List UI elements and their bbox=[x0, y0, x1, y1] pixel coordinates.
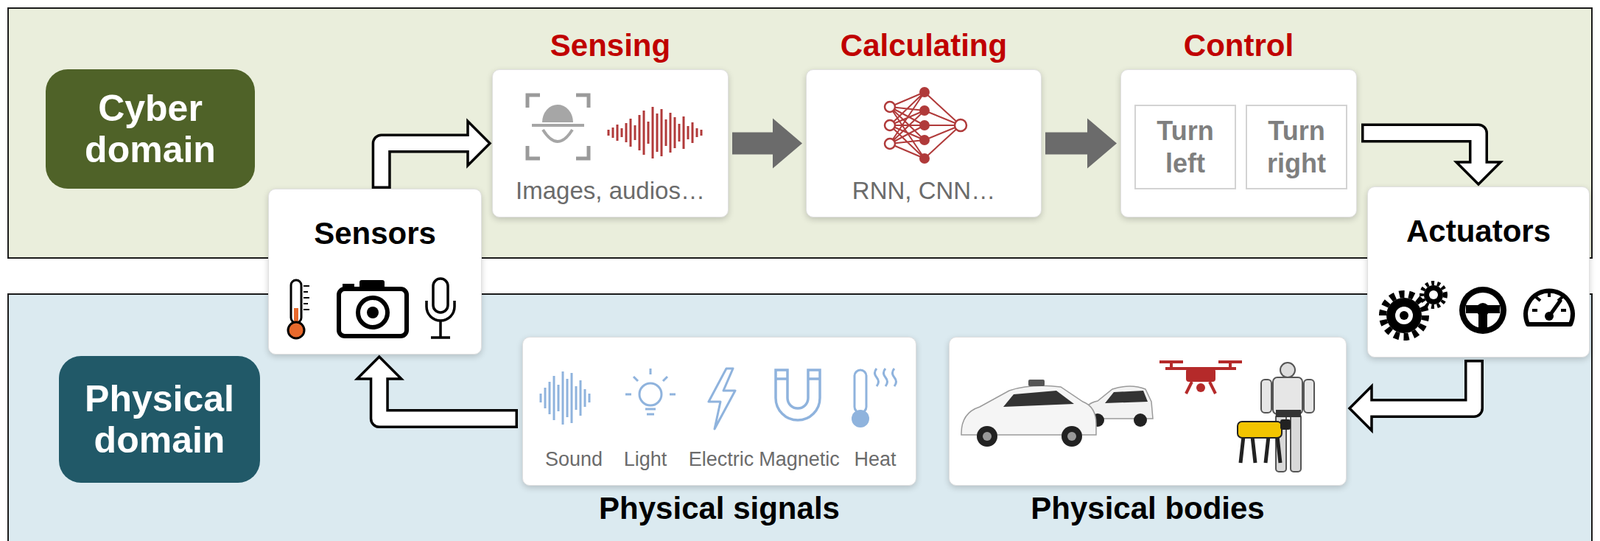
command-box: Turn right bbox=[1245, 104, 1348, 190]
arrow-body bbox=[732, 132, 775, 155]
flow-arrow bbox=[1045, 118, 1117, 169]
electric-icon bbox=[708, 368, 736, 429]
magnet-icon bbox=[775, 369, 820, 420]
device-title: Sensors bbox=[268, 215, 482, 252]
domain-label: Cyber domain bbox=[54, 87, 247, 171]
command-box: Turn left bbox=[1134, 104, 1237, 190]
stage-title: Control bbox=[1076, 27, 1401, 64]
flow-arrow bbox=[1361, 132, 1501, 185]
camera-icon bbox=[338, 279, 407, 336]
arrow-fill bbox=[1364, 132, 1480, 166]
neural-network-icon bbox=[884, 86, 967, 164]
command-label: Turn right bbox=[1251, 114, 1342, 179]
car-icon bbox=[1082, 386, 1153, 427]
cyber-band bbox=[8, 8, 1592, 258]
stage-caption: RNN, CNN… bbox=[806, 176, 1041, 205]
signal-label: Electric bbox=[688, 447, 755, 471]
domain-label: Physical domain bbox=[67, 377, 252, 461]
arrow-head bbox=[772, 118, 803, 169]
domain-pill: Physical domain bbox=[58, 355, 261, 483]
signal-label: Sound bbox=[545, 447, 603, 471]
microphone-icon bbox=[426, 278, 455, 338]
signal-label: Magnetic bbox=[758, 447, 840, 471]
arrow-fill bbox=[1367, 362, 1475, 409]
stage-box: SensingImages, audios… bbox=[492, 69, 729, 218]
light-icon bbox=[625, 368, 676, 414]
stage-title: Sensing bbox=[448, 27, 773, 64]
signal-label: Light bbox=[623, 447, 668, 471]
arrow-fill bbox=[381, 143, 472, 187]
robot-dog-icon bbox=[1237, 419, 1291, 463]
signal-label: Heat bbox=[853, 447, 896, 471]
device-box: Actuators bbox=[1367, 186, 1590, 358]
command-label: Turn left bbox=[1140, 114, 1231, 179]
gauge-icon bbox=[1525, 290, 1573, 325]
arrow-body bbox=[1045, 132, 1089, 155]
steering-wheel-icon bbox=[1459, 286, 1507, 334]
stage-box: Turn leftTurn rightControl bbox=[1120, 69, 1357, 218]
device-box: Sensors bbox=[268, 188, 482, 355]
audio-wave-icon bbox=[608, 106, 702, 159]
domain-pill: Cyber domain bbox=[45, 69, 255, 189]
gears-icon bbox=[1382, 282, 1446, 337]
face-scan-icon bbox=[527, 95, 589, 159]
panel-box: Physical signalsSoundLightElectricMagnet… bbox=[522, 336, 917, 486]
flow-arrow bbox=[381, 121, 490, 190]
panel-title: Physical signals bbox=[478, 490, 960, 526]
humanoid-robot-icon bbox=[1261, 362, 1315, 472]
flow-arrow bbox=[357, 356, 518, 419]
flow-arrow bbox=[732, 118, 803, 169]
arrow-head bbox=[1087, 118, 1117, 169]
arrow-outline bbox=[1371, 359, 1475, 409]
sound-icon bbox=[540, 371, 590, 425]
car-icon bbox=[961, 379, 1097, 447]
drone-icon bbox=[1159, 361, 1242, 394]
physical-band bbox=[8, 293, 1592, 541]
device-title: Actuators bbox=[1367, 213, 1589, 249]
panel-box: Physical bodies bbox=[948, 336, 1347, 486]
stage-box: CalculatingRNN, CNN… bbox=[805, 69, 1042, 218]
stage-caption: Images, audios… bbox=[492, 176, 728, 205]
arrow-fill bbox=[379, 374, 516, 419]
panel-title: Physical bodies bbox=[905, 490, 1391, 526]
thermometer-icon bbox=[288, 279, 310, 339]
heat-icon bbox=[851, 368, 897, 428]
stage-title: Calculating bbox=[762, 27, 1086, 64]
flow-arrow bbox=[1349, 359, 1475, 431]
